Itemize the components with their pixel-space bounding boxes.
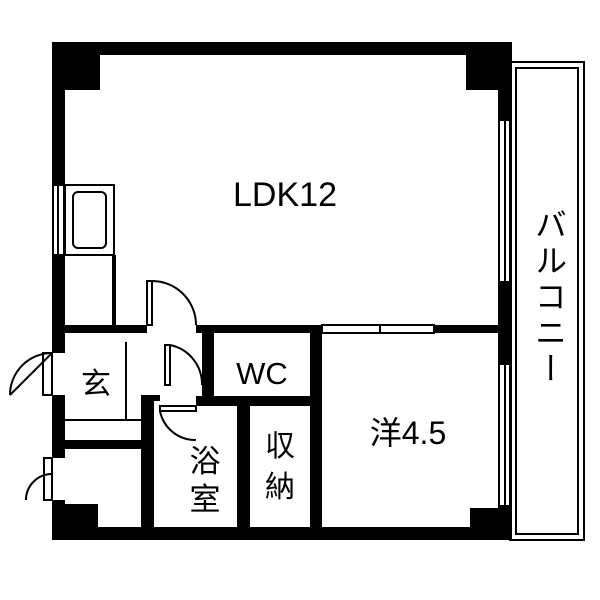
door-swings <box>9 280 204 501</box>
sliding-door <box>321 324 435 334</box>
bathroom-label-bottom: 室 <box>190 482 221 517</box>
storage-label-bottom: 納 <box>265 471 295 504</box>
outer-walls <box>52 42 512 540</box>
columns <box>52 42 512 540</box>
bathroom-label-top: 浴 <box>190 444 221 479</box>
storage-doors <box>310 409 319 523</box>
balcony-label: バルコニー <box>531 208 567 388</box>
kitchen-counter <box>64 184 115 256</box>
entrance-floor <box>65 342 141 421</box>
western-room-label: 洋4.5 <box>370 415 447 451</box>
entrance-label: 玄 <box>81 368 111 401</box>
windows <box>52 119 512 507</box>
ldk-label: LDK12 <box>233 176 337 214</box>
storage-label-top: 収 <box>265 430 295 463</box>
toilet-label: WC <box>236 356 288 391</box>
room-labels: LDK12 洋4.5 WC 玄 浴 室 収 納 バルコニー <box>81 176 567 517</box>
